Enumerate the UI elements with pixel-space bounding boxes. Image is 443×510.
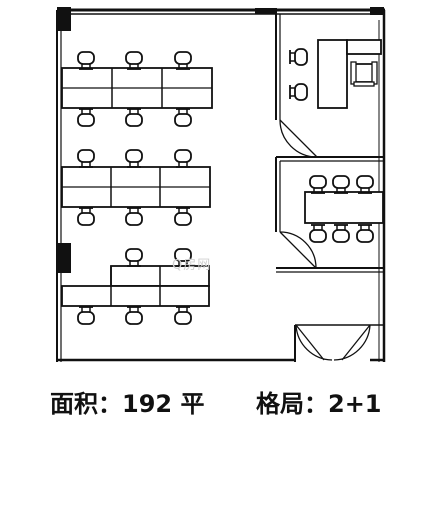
- workstation-cluster: [61, 51, 213, 127]
- manager-desk: [289, 39, 382, 109]
- watermark: Q房网: [172, 258, 212, 273]
- pillar: [370, 7, 384, 15]
- pillar: [255, 8, 277, 14]
- door-swings: [279, 119, 371, 361]
- pillar: [57, 7, 71, 31]
- area-label: 面积：192 平: [50, 390, 205, 418]
- floor-plan: [56, 7, 386, 362]
- meeting-table: [304, 175, 384, 243]
- layout-label: 格局：2+1: [256, 390, 382, 418]
- pillar: [57, 243, 71, 273]
- workstation-cluster: [61, 248, 210, 325]
- workstation-cluster: [61, 149, 211, 226]
- interior-walls: [275, 12, 384, 273]
- outer-walls: [56, 8, 386, 362]
